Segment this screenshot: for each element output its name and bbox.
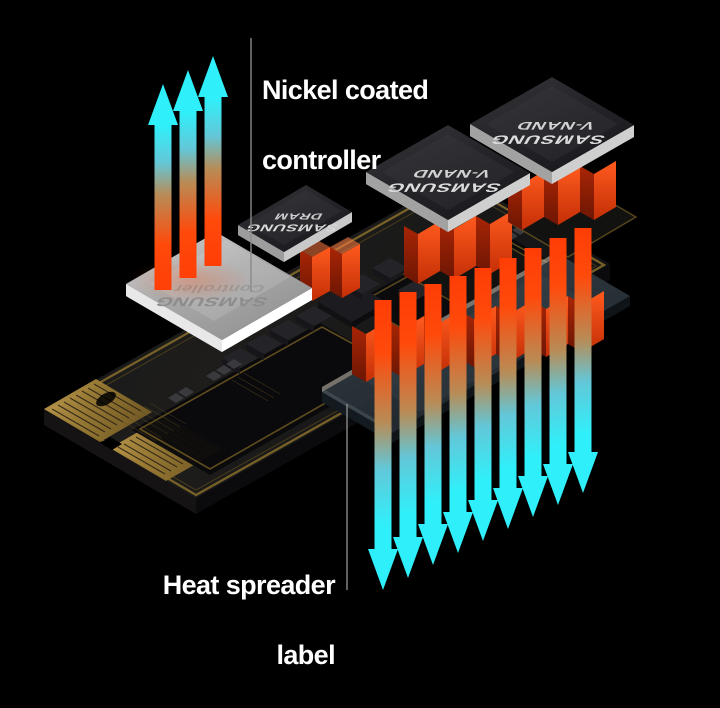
up-arrow-2	[173, 70, 203, 278]
vnand-2-part-text: V-NAND	[514, 119, 598, 131]
heat-fins-nand-1	[404, 211, 512, 284]
down-arrow-2	[393, 292, 423, 578]
dram-chip-label: SAMSUNG DRAM	[243, 211, 340, 233]
vnand-chip-1: SAMSUNG V-NAND	[366, 125, 530, 232]
up-arrow-1	[148, 84, 178, 290]
vnand-1-part-text: V-NAND	[410, 167, 494, 179]
down-arrow-3	[418, 284, 448, 565]
up-arrow-3	[198, 56, 228, 266]
down-arrow-6	[493, 258, 523, 529]
dram-part-text: DRAM	[272, 211, 325, 221]
vnand-chip-2: SAMSUNG V-NAND	[470, 77, 634, 184]
ssd-thermal-illustration: SAMSUNG Controller SAMSUNG DRAM SAMSUNG …	[44, 38, 638, 590]
dram-brand-text: SAMSUNG	[243, 222, 340, 233]
down-arrow-1	[368, 300, 398, 590]
vnand-2-label: SAMSUNG V-NAND	[487, 119, 608, 147]
down-arrow-4	[443, 276, 473, 553]
down-arrow-7	[518, 248, 548, 517]
diagram-canvas: SAMSUNG Controller SAMSUNG DRAM SAMSUNG …	[44, 38, 638, 671]
down-arrow-8	[543, 238, 573, 505]
down-arrow-9	[568, 228, 598, 493]
dram-chip: SAMSUNG DRAM	[238, 185, 352, 262]
vnand-1-brand-text: SAMSUNG	[383, 181, 504, 195]
downward-heat-arrows	[368, 228, 598, 590]
vnand-1-label: SAMSUNG V-NAND	[383, 167, 504, 195]
pcb-traces	[119, 372, 281, 442]
upward-heat-arrows	[130, 56, 250, 302]
down-arrow-5	[468, 268, 498, 541]
vnand-2-brand-text: SAMSUNG	[487, 133, 608, 147]
